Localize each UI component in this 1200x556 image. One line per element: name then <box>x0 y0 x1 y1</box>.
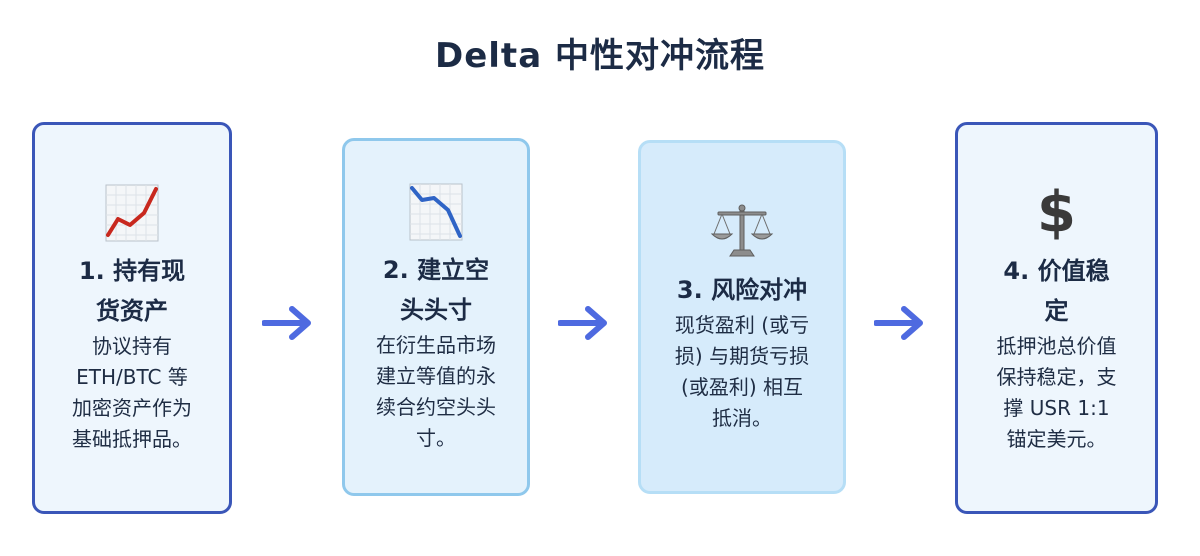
step-card-risk-hedge: 3. 风险对冲 现货盈利 (或亏损) 与期货亏损 (或盈利) 相互抵消。 <box>638 140 846 494</box>
arrow-right-icon <box>558 305 610 341</box>
step-title: 4. 价值稳定 <box>1003 257 1110 325</box>
arrow-right-icon <box>262 305 314 341</box>
step-description: 协议持有 ETH/BTC 等加密资产作为基础抵押品。 <box>72 334 192 451</box>
step-title: 1. 持有现货资产 <box>78 257 186 325</box>
diagram-title: Delta 中性对冲流程 <box>435 36 765 76</box>
step-description: 现货盈利 (或亏损) 与期货亏损 (或盈利) 相互抵消。 <box>674 313 810 430</box>
chart-increasing-icon <box>100 181 164 245</box>
balance-scale-icon <box>710 200 774 264</box>
step-title: 3. 风险对冲 <box>676 276 808 304</box>
step-description: 在衍生品市场建立等值的永续合约空头头寸。 <box>376 333 496 450</box>
step-card-value-stable: $ 4. 价值稳定 抵押池总价值保持稳定，支撑 USR 1:1 锚定美元。 <box>955 122 1158 514</box>
chart-decreasing-icon <box>404 180 468 244</box>
dollar-sign-icon: $ <box>1037 180 1076 245</box>
step-title: 2. 建立空头头寸 <box>382 256 490 324</box>
step-card-short-position: 2. 建立空头头寸 在衍生品市场建立等值的永续合约空头头寸。 <box>342 138 530 496</box>
step-description: 抵押池总价值保持稳定，支撑 USR 1:1 锚定美元。 <box>996 334 1117 451</box>
arrow-right-icon <box>874 305 926 341</box>
step-card-hold-spot: 1. 持有现货资产 协议持有 ETH/BTC 等加密资产作为基础抵押品。 <box>32 122 232 514</box>
